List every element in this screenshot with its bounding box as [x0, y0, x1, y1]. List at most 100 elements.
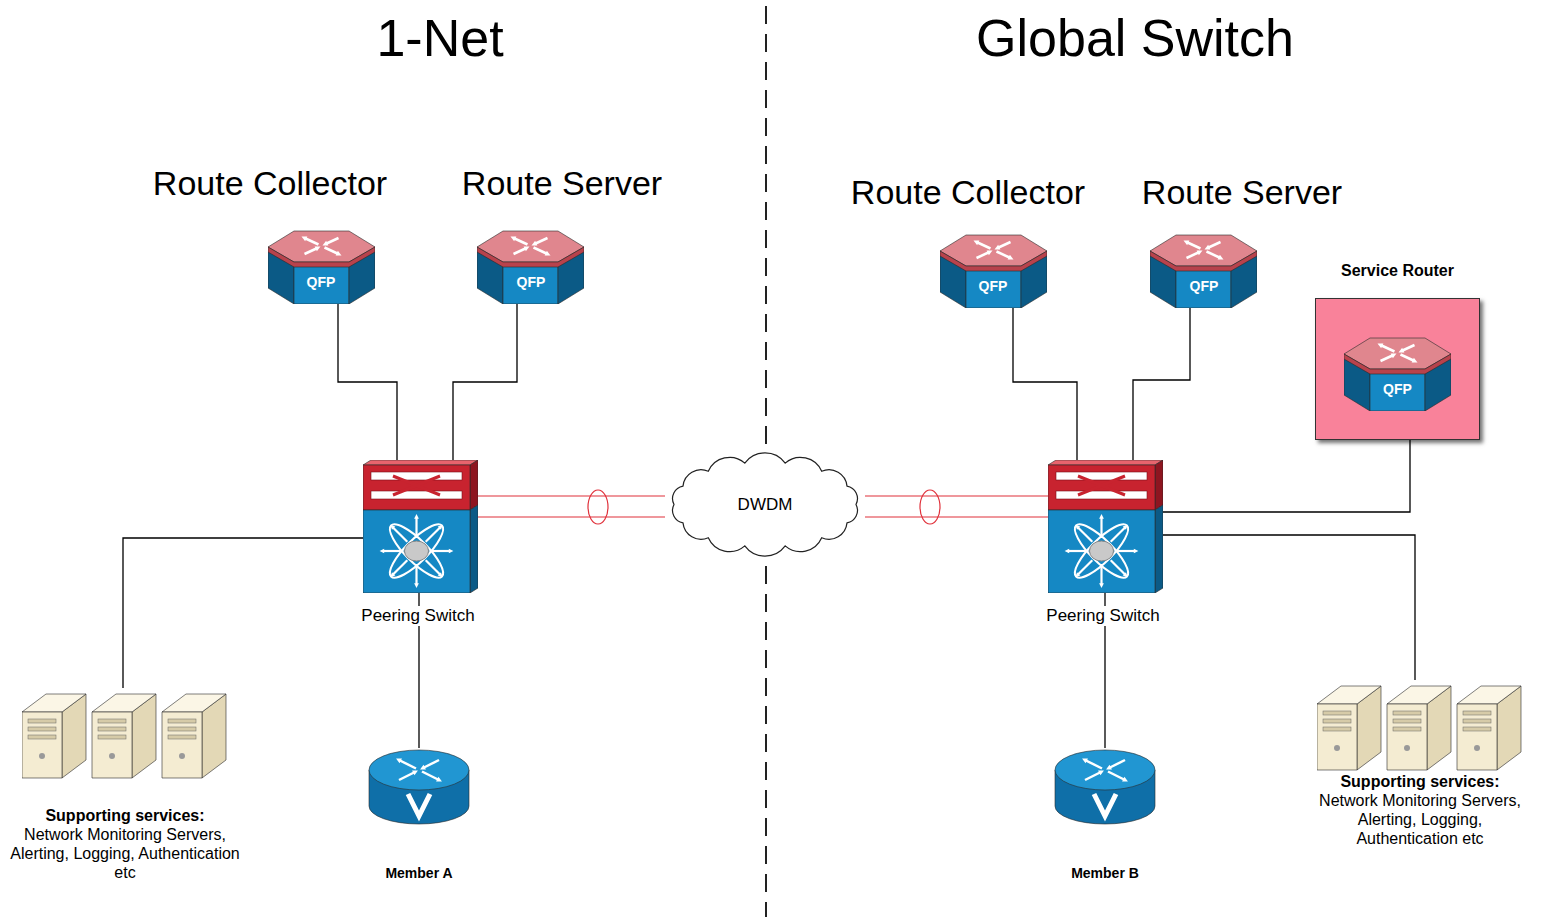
switch-front [363, 465, 470, 510]
link-line [123, 538, 363, 688]
member-router-icon [1054, 748, 1156, 828]
drive-slot [1323, 719, 1351, 723]
link-line [1013, 308, 1077, 460]
bundle-ring [588, 490, 608, 524]
arrow-stroke [1108, 772, 1125, 781]
power-button [1404, 745, 1410, 751]
vpn-mark [1094, 794, 1116, 816]
arrow-stroke [1381, 355, 1394, 361]
arrow-head [1218, 255, 1224, 260]
switch-icon [1048, 460, 1163, 593]
switch-core [405, 541, 429, 561]
arrow-head [1122, 777, 1128, 782]
switch-side [470, 505, 478, 593]
drive-slot [1463, 727, 1491, 731]
arrow-stroke [1401, 355, 1415, 362]
arrow-stroke [514, 238, 528, 245]
switch-bar [371, 491, 462, 499]
router-front [966, 266, 1021, 308]
device-label: Service Router [1341, 261, 1454, 281]
arrow-head [396, 758, 402, 763]
arrow-stroke [426, 527, 441, 542]
switch-front [1048, 465, 1155, 510]
arrow-head [438, 525, 443, 530]
drive-slot [28, 719, 56, 723]
arrow-stroke [415, 564, 417, 585]
arrow-head [1082, 758, 1088, 763]
device-label: Route Collector [153, 163, 387, 203]
arrow-stroke [324, 248, 338, 255]
arrow-head [1007, 255, 1013, 260]
arrow-stroke [1187, 242, 1201, 249]
switch-cross [1078, 476, 1125, 495]
switch-bar [371, 472, 462, 480]
servers-icon [22, 688, 228, 780]
arrow-head [1184, 240, 1190, 245]
drive-slot [98, 719, 126, 723]
drive-slot [1393, 719, 1421, 723]
servers-icon-box [1317, 680, 1523, 772]
arrow-stroke [1085, 760, 1102, 769]
arrow-stroke [304, 248, 317, 254]
services-heading: Supporting services: [9, 806, 241, 825]
arrow-head [1106, 765, 1112, 770]
arrow-head [301, 236, 307, 241]
arrow-stroke [1109, 760, 1125, 768]
arrow-head [524, 246, 530, 251]
arrow-stroke [1207, 252, 1221, 259]
arrow-head [1123, 572, 1128, 577]
switch-node: Peering Switch [1048, 460, 1163, 593]
arrow-head [1075, 525, 1080, 530]
fiber-link [478, 496, 665, 517]
arrow-stroke [1077, 527, 1092, 542]
switch-side [1155, 505, 1163, 593]
switch-top [1048, 460, 1163, 465]
servers-icon [1317, 680, 1523, 772]
server-top [22, 694, 86, 712]
arrow-stroke [1111, 527, 1126, 542]
device-label: Peering Switch [1043, 606, 1162, 626]
switch-orbit [1068, 518, 1134, 584]
switch-front [363, 510, 470, 593]
router-icon-box: QFP [268, 228, 375, 304]
servers-node: Supporting services:Network Monitoring S… [1307, 680, 1533, 848]
router-icon-box: QFP [1150, 232, 1257, 308]
chip-label: QFP [966, 278, 1021, 294]
arrow-stroke [976, 252, 989, 258]
arrow-stroke [1077, 560, 1092, 575]
server-top [92, 694, 156, 712]
arrow-stroke [426, 560, 441, 575]
device-label: Route Server [1142, 172, 1342, 212]
arrow-stroke [1068, 550, 1089, 552]
link-line [1133, 308, 1190, 460]
arrow-stroke [325, 238, 338, 244]
services-body: Network Monitoring Servers, Alerting, Lo… [1307, 791, 1533, 848]
arrow-stroke [997, 242, 1010, 248]
router-node: Route CollectorQFP [851, 172, 1085, 308]
router-node: Route CollectorQFP [153, 163, 387, 304]
power-button [1474, 745, 1480, 751]
router-front [1176, 266, 1231, 308]
section-title: Global Switch [976, 8, 1294, 68]
router-icon [477, 228, 584, 304]
switch-top [363, 460, 478, 465]
router-node: Route ServerQFP [462, 163, 662, 304]
switch-orbit [383, 518, 449, 584]
drive-slot [28, 727, 56, 731]
drive-slot [1323, 711, 1351, 715]
router-icon-box: QFP [1344, 335, 1451, 411]
chip-label: QFP [1176, 278, 1231, 294]
member-label: Member B [1054, 864, 1156, 882]
power-button [179, 753, 185, 759]
server-front [162, 712, 202, 778]
arrow-head [314, 246, 320, 251]
arrow-head [1065, 549, 1070, 554]
arrow-stroke [1402, 345, 1415, 351]
fiber-link [865, 496, 1048, 517]
arrow-head [1099, 514, 1104, 519]
arrow-stroke [1100, 517, 1102, 538]
switch-bar [1056, 491, 1147, 499]
arrow-head [414, 583, 419, 588]
switch-bar [1056, 472, 1147, 480]
arrow-stroke [423, 760, 439, 768]
